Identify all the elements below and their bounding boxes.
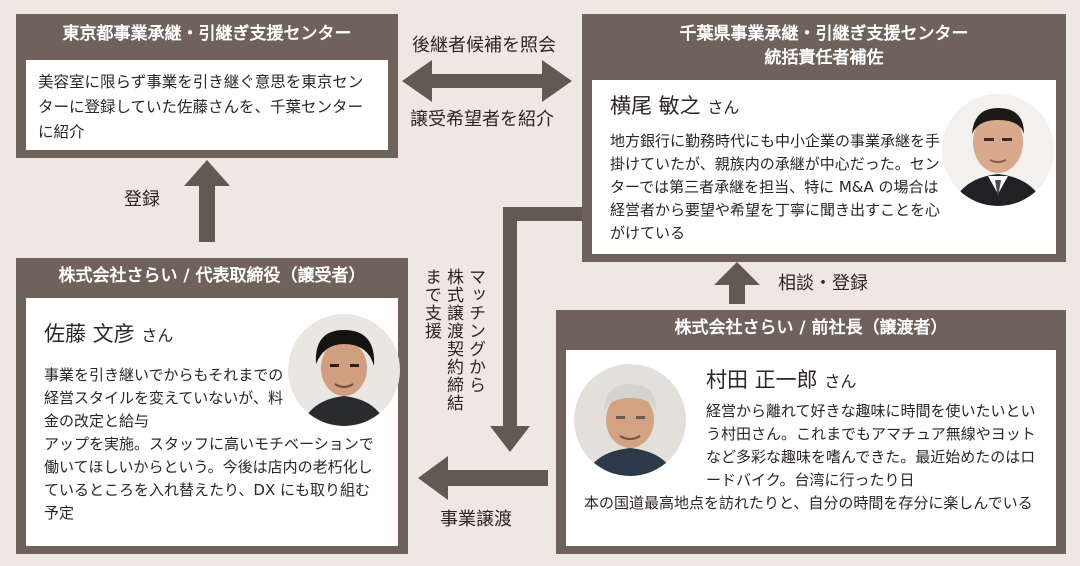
matching-label: マッチングから 株式譲渡契約締結 まで支援: [420, 268, 486, 468]
yokoo-honorific: さん: [707, 98, 740, 117]
chiba-center-title-line1: 千葉県事業承継・引継ぎ支援センター: [679, 24, 969, 44]
up-arrow-icon: [184, 160, 230, 242]
introduce-label: 譲受希望者を紹介: [410, 109, 554, 130]
tokyo-center-text: 美容室に限らず事業を引き継ぐ意思を東京センターに登録していた佐藤さんを、千葉セン…: [38, 73, 364, 141]
inquiry-label: 後継者候補を照会: [412, 35, 556, 56]
yokoo-name: 横尾 敏之 さん: [610, 92, 739, 122]
sato-photo: [288, 314, 400, 426]
matching-label-col2: 株式譲渡契約締結: [443, 268, 463, 412]
yokoo-photo: [942, 94, 1054, 206]
predecessor-box: 株式会社さらい / 前社長（譲渡者） 村田 正一郎 さん 経営から離れて好きな趣…: [556, 310, 1066, 554]
sato-name: 佐藤 文彦 さん: [44, 320, 173, 350]
murata-name-text: 村田 正一郎: [706, 368, 818, 392]
sato-honorific: さん: [141, 326, 174, 345]
murata-photo: [574, 364, 686, 476]
matching-label-col1: マッチングから: [465, 268, 485, 394]
yokoo-name-text: 横尾 敏之: [610, 94, 701, 118]
successor-body: 佐藤 文彦 さん 事業を引き継いでからもそれまでの経営スタイルを変えていないが、…: [26, 298, 400, 546]
successor-box: 株式会社さらい / 代表取締役（譲受者） 佐藤 文彦 さん 事業を引き継いでから…: [16, 258, 408, 554]
tokyo-center-body: 美容室に限らず事業を引き継ぐ意思を東京センターに登録していた佐藤さんを、千葉セン…: [26, 60, 388, 150]
sato-name-text: 佐藤 文彦: [44, 322, 135, 346]
left-arrow-icon: [418, 456, 548, 500]
murata-honorific: さん: [824, 372, 857, 391]
transfer-label: 事業譲渡: [440, 509, 512, 530]
murata-name: 村田 正一郎 さん: [706, 366, 856, 396]
yokoo-text: 地方銀行に勤務時代にも中小企業の事業承継を手掛けていたが、親族内の承継が中心だっ…: [610, 132, 941, 242]
successor-title: 株式会社さらい / 代表取締役（譲受者）: [58, 266, 366, 286]
tokyo-center-box: 東京都事業承継・引継ぎ支援センター 美容室に限らず事業を引き継ぐ意思を東京センタ…: [16, 14, 398, 158]
register-label: 登録: [124, 189, 160, 210]
sato-text-top: 事業を引き継いでからもそれまでの経営スタイルを変えていないが、料金の改定と給与: [44, 366, 284, 430]
double-arrow-icon: [402, 60, 572, 102]
murata-text-top: 経営から離れて好きな趣味に時間を使いたいという村田さん。これまでもアマチュア無線…: [706, 402, 1036, 489]
predecessor-title: 株式会社さらい / 前社長（譲渡者）: [674, 318, 948, 338]
consult-label: 相談・登録: [778, 273, 868, 294]
predecessor-body: 村田 正一郎 さん 経営から離れて好きな趣味に時間を使いたいという村田さん。これ…: [566, 350, 1056, 546]
sato-text-bottom: アップを実施。スタッフに高いモチベーションで働いてほしいからという。今後は店内の…: [44, 435, 374, 522]
up-arrow-icon: [714, 262, 760, 304]
chiba-center-body: 横尾 敏之 さん 地方銀行に勤務時代にも中小企業の事業承継を手掛けていたが、親族…: [592, 80, 1056, 254]
chiba-center-title-line2: 統括責任者補佐: [764, 48, 884, 68]
tokyo-center-title: 東京都事業承継・引継ぎ支援センター: [62, 24, 352, 44]
elbow-down-arrow-icon: [490, 207, 583, 452]
murata-text-bottom: 本の国道最高地点を訪れたりと、自分の時間を存分に楽しんでいる: [584, 494, 1033, 512]
matching-label-col3: まで支援: [421, 268, 441, 340]
chiba-center-title: 千葉県事業承継・引継ぎ支援センター 統括責任者補佐: [582, 14, 1066, 70]
chiba-center-box: 千葉県事業承継・引継ぎ支援センター 統括責任者補佐 横尾 敏之 さん 地方銀行に…: [582, 14, 1066, 262]
